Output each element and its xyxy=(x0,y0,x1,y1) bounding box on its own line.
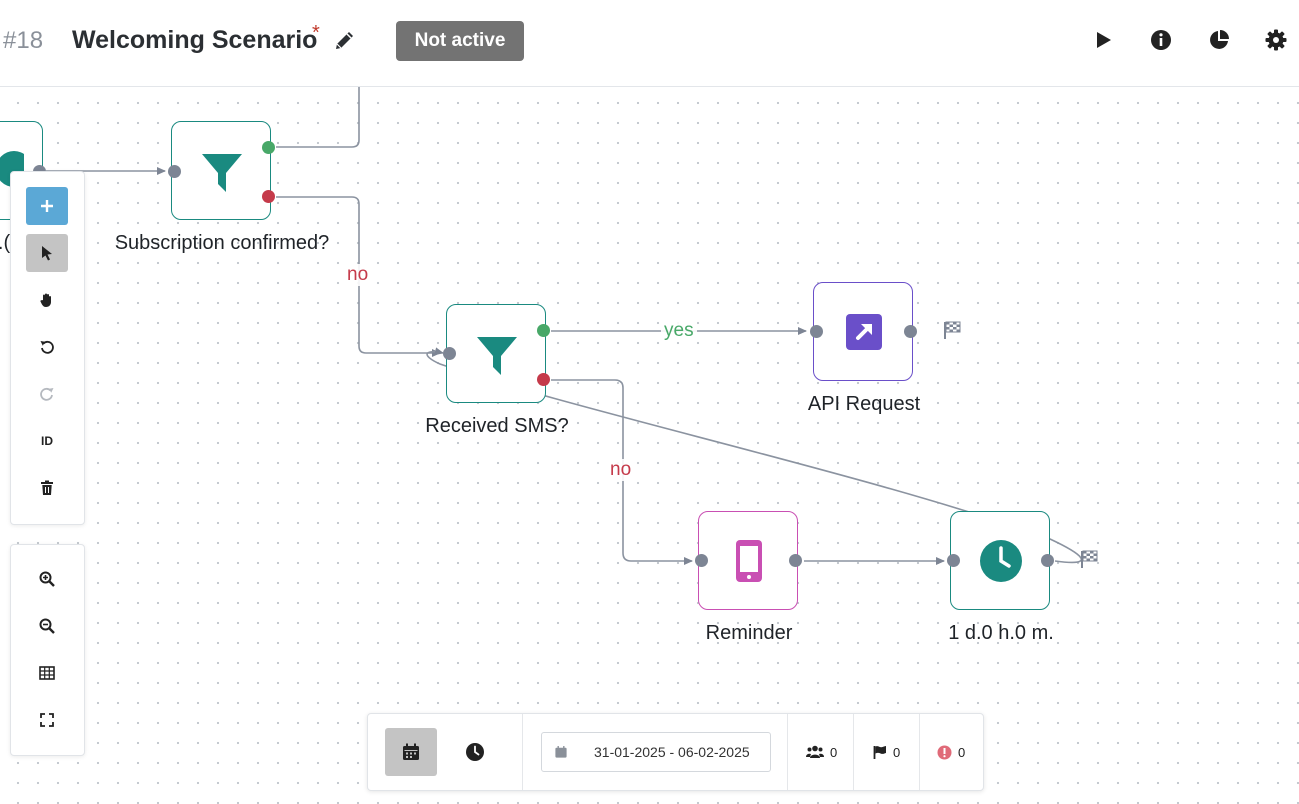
users-icon xyxy=(806,745,824,758)
calendar-icon xyxy=(555,746,567,758)
users-stat[interactable]: 0 xyxy=(806,742,837,762)
filter-icon xyxy=(477,337,517,375)
api-request-node-label: API Request xyxy=(807,393,921,415)
reminder-input-port[interactable] xyxy=(695,554,708,567)
trash-icon xyxy=(41,480,53,495)
clock-icon xyxy=(980,540,1022,582)
undo-button[interactable] xyxy=(26,328,68,366)
show-ids-button[interactable]: ID xyxy=(26,422,68,460)
delay-input-port[interactable] xyxy=(947,554,960,567)
edit-toolbar: ID xyxy=(10,171,85,525)
zoom-out-icon xyxy=(39,618,55,634)
delete-button[interactable] xyxy=(26,469,68,507)
sms-yes-label: yes xyxy=(661,320,697,342)
smartphone-icon xyxy=(736,540,762,582)
add-node-button[interactable] xyxy=(26,187,68,225)
statistics-icon[interactable] xyxy=(1207,28,1231,52)
subscription-no-port[interactable] xyxy=(262,190,275,203)
statistics-bar: 31-01-2025 - 06-02-2025 0 0 0 xyxy=(367,713,984,791)
zoom-toolbar xyxy=(10,544,85,756)
errors-count: 0 xyxy=(958,744,966,760)
pointer-icon xyxy=(42,246,52,261)
scenario-header: #18 Welcoming Scenario * Not active xyxy=(0,0,1299,87)
workflow-canvas[interactable]: .( Subscription confirmed? no Received S… xyxy=(0,87,1299,804)
finished-stat[interactable]: 0 xyxy=(873,742,900,762)
hand-icon xyxy=(40,293,51,307)
clock-icon xyxy=(466,743,484,761)
realtime-mode-button[interactable] xyxy=(449,728,501,776)
error-icon xyxy=(937,745,952,759)
grid-button[interactable] xyxy=(26,654,68,692)
grid-icon xyxy=(39,666,55,680)
sms-no-label: no xyxy=(607,459,635,481)
finished-count: 0 xyxy=(893,744,901,760)
external-link-icon xyxy=(846,314,882,350)
sms-no-port[interactable] xyxy=(537,373,550,386)
filter-icon xyxy=(202,154,242,192)
date-range-value: 31-01-2025 - 06-02-2025 xyxy=(594,744,750,760)
api-request-node[interactable] xyxy=(813,282,913,381)
sms-yes-port[interactable] xyxy=(537,324,550,337)
calendar-icon xyxy=(403,743,419,760)
errors-stat[interactable]: 0 xyxy=(937,742,965,762)
subscription-no-label: no xyxy=(344,264,372,286)
divider xyxy=(853,714,854,790)
redo-button[interactable] xyxy=(26,375,68,413)
redo-icon xyxy=(40,387,54,401)
unsaved-marker: * xyxy=(312,22,320,44)
date-range-input[interactable]: 31-01-2025 - 06-02-2025 xyxy=(541,732,771,772)
divider xyxy=(522,714,523,790)
info-icon[interactable] xyxy=(1149,28,1173,52)
filter-node-received-sms[interactable] xyxy=(446,304,546,403)
plus-icon xyxy=(41,200,53,212)
finish-flag-icon xyxy=(944,321,961,339)
play-icon[interactable] xyxy=(1091,28,1115,52)
reminder-node-label: Reminder xyxy=(705,622,793,644)
delay-node-label: 1 d.0 h.0 m. xyxy=(948,622,1054,644)
fit-screen-icon xyxy=(40,713,54,727)
start-node-label: .( xyxy=(0,232,11,254)
pan-tool-button[interactable] xyxy=(26,281,68,319)
subscription-node-label: Subscription confirmed? xyxy=(114,232,330,254)
reminder-node[interactable] xyxy=(698,511,798,610)
divider xyxy=(787,714,788,790)
subscription-input-port[interactable] xyxy=(168,165,181,178)
received-sms-node-label: Received SMS? xyxy=(425,415,569,437)
filter-node-subscription[interactable] xyxy=(171,121,271,220)
fit-screen-button[interactable] xyxy=(26,701,68,739)
date-mode-button[interactable] xyxy=(385,728,437,776)
divider xyxy=(919,714,920,790)
link-delay-loop xyxy=(426,347,1083,564)
select-tool-button[interactable] xyxy=(26,234,68,272)
api-output-port[interactable] xyxy=(904,325,917,338)
reminder-output-port[interactable] xyxy=(789,554,802,567)
scenario-title: Welcoming Scenario xyxy=(72,26,318,54)
zoom-in-button[interactable] xyxy=(26,560,68,598)
api-input-port[interactable] xyxy=(810,325,823,338)
gear-icon[interactable] xyxy=(1264,28,1288,52)
subscription-yes-port[interactable] xyxy=(262,141,275,154)
zoom-in-icon xyxy=(39,571,55,587)
zoom-out-button[interactable] xyxy=(26,607,68,645)
status-badge: Not active xyxy=(396,21,524,61)
flag-icon xyxy=(873,746,886,759)
users-count: 0 xyxy=(830,744,838,760)
undo-icon xyxy=(40,340,54,354)
scenario-id: #18 xyxy=(3,27,44,54)
pencil-icon[interactable] xyxy=(333,28,357,52)
id-label: ID xyxy=(41,434,53,448)
sms-input-port[interactable] xyxy=(443,347,456,360)
link-subscription-yes xyxy=(276,87,360,148)
delay-output-port[interactable] xyxy=(1041,554,1054,567)
delay-node[interactable] xyxy=(950,511,1050,610)
finish-flag-icon xyxy=(1081,550,1098,568)
